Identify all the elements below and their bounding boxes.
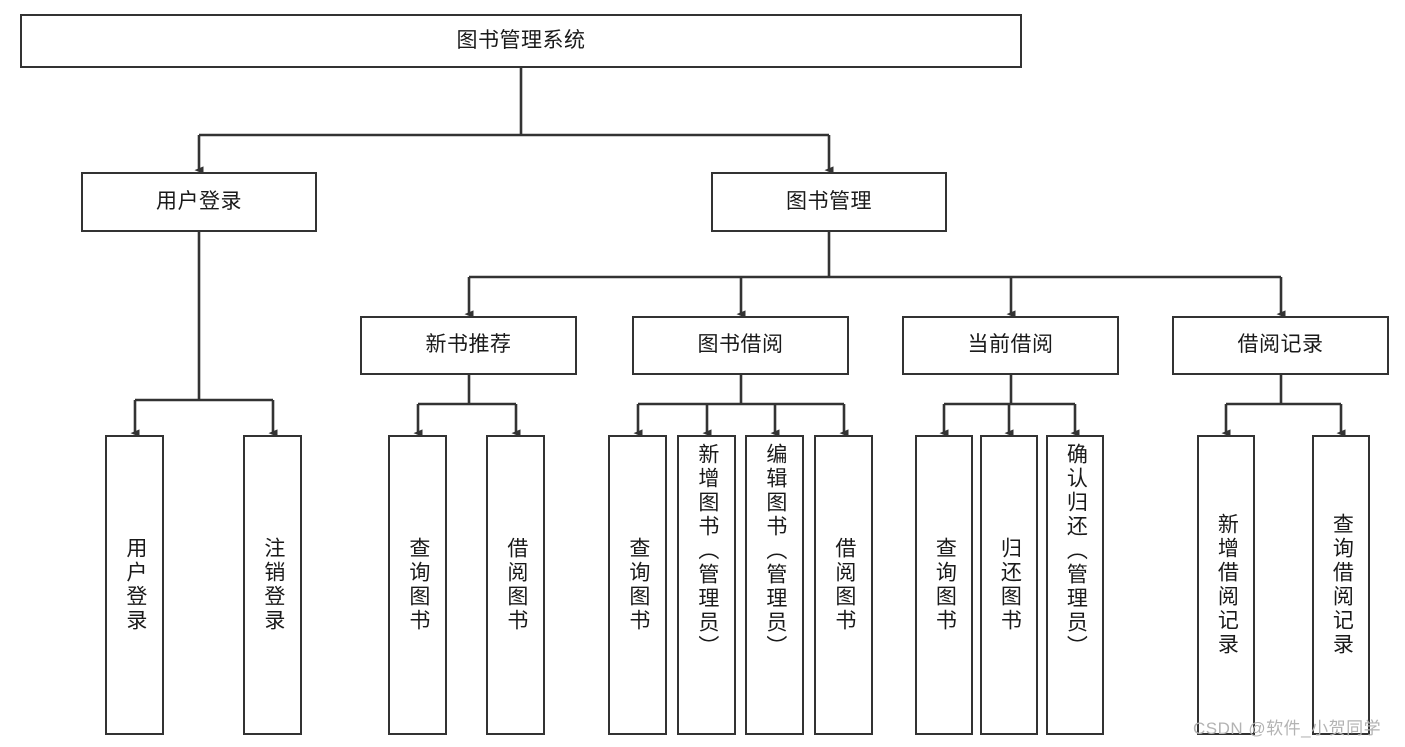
node-leaf-borrow-book-1[interactable]: 借阅图书 xyxy=(486,435,545,735)
node-leaf-query-record[interactable]: 查询借阅记录 xyxy=(1312,435,1370,735)
node-label: 新增图书（管理员） xyxy=(695,443,719,659)
node-new-book-rec[interactable]: 新书推荐 xyxy=(360,316,577,375)
node-label: 借阅图书 xyxy=(832,537,856,633)
node-label: 图书管理系统 xyxy=(456,28,586,52)
node-leaf-query-book-2[interactable]: 查询图书 xyxy=(608,435,667,735)
node-label: 图书借阅 xyxy=(697,333,784,357)
node-borrow-record[interactable]: 借阅记录 xyxy=(1172,316,1389,375)
connector-paths xyxy=(130,68,1346,437)
node-label: 归还图书 xyxy=(998,537,1022,633)
node-label: 确认归还（管理员） xyxy=(1064,443,1088,659)
node-label: 新增借阅记录 xyxy=(1215,513,1239,657)
node-leaf-query-book-1[interactable]: 查询图书 xyxy=(388,435,447,735)
node-leaf-edit-book[interactable]: 编辑图书（管理员） xyxy=(745,435,804,735)
node-label: 当前借阅 xyxy=(967,333,1054,357)
node-label: 注销登录 xyxy=(261,537,285,633)
node-label: 图书管理 xyxy=(786,189,872,213)
node-label: 新书推荐 xyxy=(425,333,512,357)
node-root[interactable]: 图书管理系统 xyxy=(20,14,1022,68)
node-user-login[interactable]: 用户登录 xyxy=(81,172,317,232)
node-leaf-query-book-3[interactable]: 查询图书 xyxy=(915,435,973,735)
node-leaf-confirm-return[interactable]: 确认归还（管理员） xyxy=(1046,435,1104,735)
node-label: 借阅记录 xyxy=(1237,333,1324,357)
node-leaf-add-book[interactable]: 新增图书（管理员） xyxy=(677,435,736,735)
node-label: 编辑图书（管理员） xyxy=(763,443,787,659)
node-label: 用户登录 xyxy=(123,537,147,633)
node-label: 查询图书 xyxy=(933,537,957,633)
node-label: 查询图书 xyxy=(626,537,650,633)
node-leaf-return-book[interactable]: 归还图书 xyxy=(980,435,1038,735)
node-current-borrow[interactable]: 当前借阅 xyxy=(902,316,1119,375)
node-leaf-borrow-book-2[interactable]: 借阅图书 xyxy=(814,435,873,735)
node-label: 查询借阅记录 xyxy=(1330,513,1354,657)
node-leaf-add-record[interactable]: 新增借阅记录 xyxy=(1197,435,1255,735)
node-label: 借阅图书 xyxy=(504,537,528,633)
node-leaf-logout[interactable]: 注销登录 xyxy=(243,435,302,735)
node-leaf-user-login[interactable]: 用户登录 xyxy=(105,435,164,735)
node-book-borrow[interactable]: 图书借阅 xyxy=(632,316,849,375)
csdn-watermark: CSDN @软件_小贺同学 xyxy=(1193,719,1382,738)
node-book-manage[interactable]: 图书管理 xyxy=(711,172,947,232)
node-label: 用户登录 xyxy=(156,189,242,213)
node-label: 查询图书 xyxy=(406,537,430,633)
